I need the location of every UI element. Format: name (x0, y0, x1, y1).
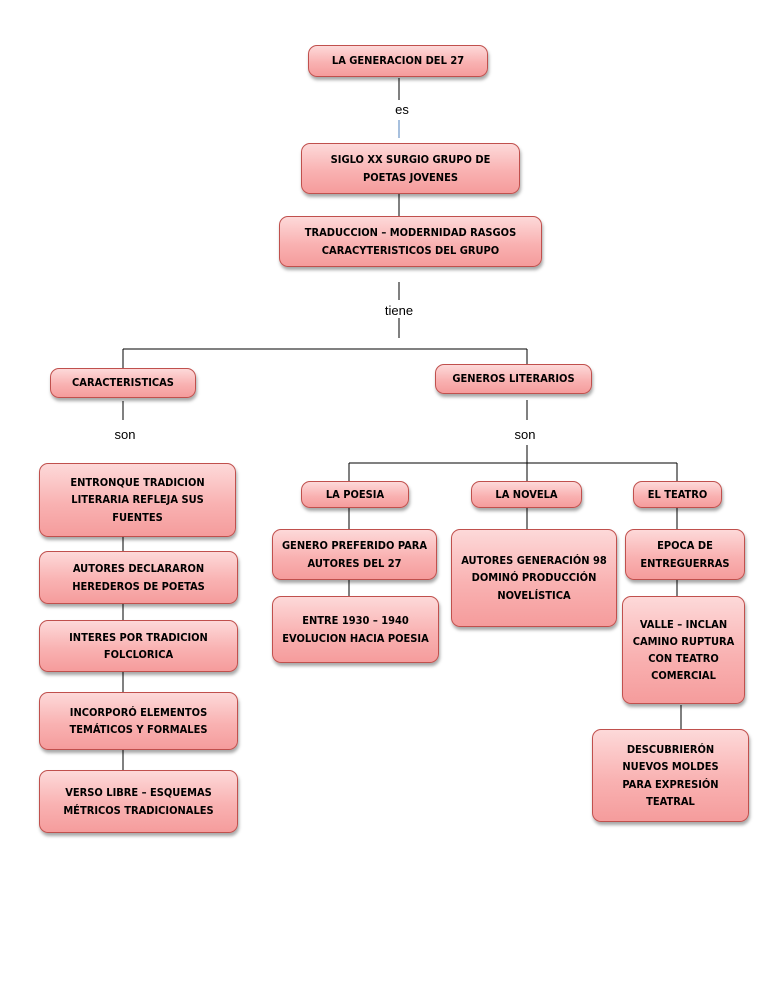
node-la-poesia: LA POESIA (301, 481, 409, 508)
edge-label-son-right: son (514, 427, 536, 442)
node-autores-generacion-98: AUTORES GENERACIÓN 98 DOMINÓ PRODUCCIÓN … (451, 529, 617, 627)
node-genero-preferido: GENERO PREFERIDO PARA AUTORES DEL 27 (272, 529, 437, 580)
node-generacion-27: LA GENERACION DEL 27 (308, 45, 488, 77)
node-la-novela: LA NOVELA (471, 481, 582, 508)
node-interes-tradicion: INTERES POR TRADICION FOLCLORICA (39, 620, 238, 672)
edge-label-tiene: tiene (384, 303, 414, 318)
edge-label-son-left: son (114, 427, 136, 442)
node-incorporo-elementos: INCORPORÓ ELEMENTOS TEMÁTICOS Y FORMALES (39, 692, 238, 750)
node-valle-inclan: VALLE – INCLAN CAMINO RUPTURA CON TEATRO… (622, 596, 745, 704)
node-entronque-tradicion: ENTRONQUE TRADICION LITERARIA REFLEJA SU… (39, 463, 236, 537)
node-autores-declararon: AUTORES DECLARARON HEREDEROS DE POETAS (39, 551, 238, 604)
node-el-teatro: EL TEATRO (633, 481, 722, 508)
node-verso-libre: VERSO LIBRE – ESQUEMAS MÉTRICOS TRADICIO… (39, 770, 238, 833)
node-generos-literarios: GENEROS LITERARIOS (435, 364, 592, 394)
node-siglo-xx: SIGLO XX SURGIO GRUPO DE POETAS JOVENES (301, 143, 520, 194)
node-caracteristicas: CARACTERISTICAS (50, 368, 196, 398)
node-entre-1930-1940: ENTRE 1930 – 1940 EVOLUCION HACIA POESIA (272, 596, 439, 663)
node-epoca-entreguerras: EPOCA DE ENTREGUERRAS (625, 529, 745, 580)
edge-label-es: es (395, 102, 409, 117)
node-traduccion: TRADUCCION – MODERNIDAD RASGOS CARACYTER… (279, 216, 542, 267)
node-descubrieron-moldes: DESCUBRIERÓN NUEVOS MOLDES PARA EXPRESIÓ… (592, 729, 749, 822)
